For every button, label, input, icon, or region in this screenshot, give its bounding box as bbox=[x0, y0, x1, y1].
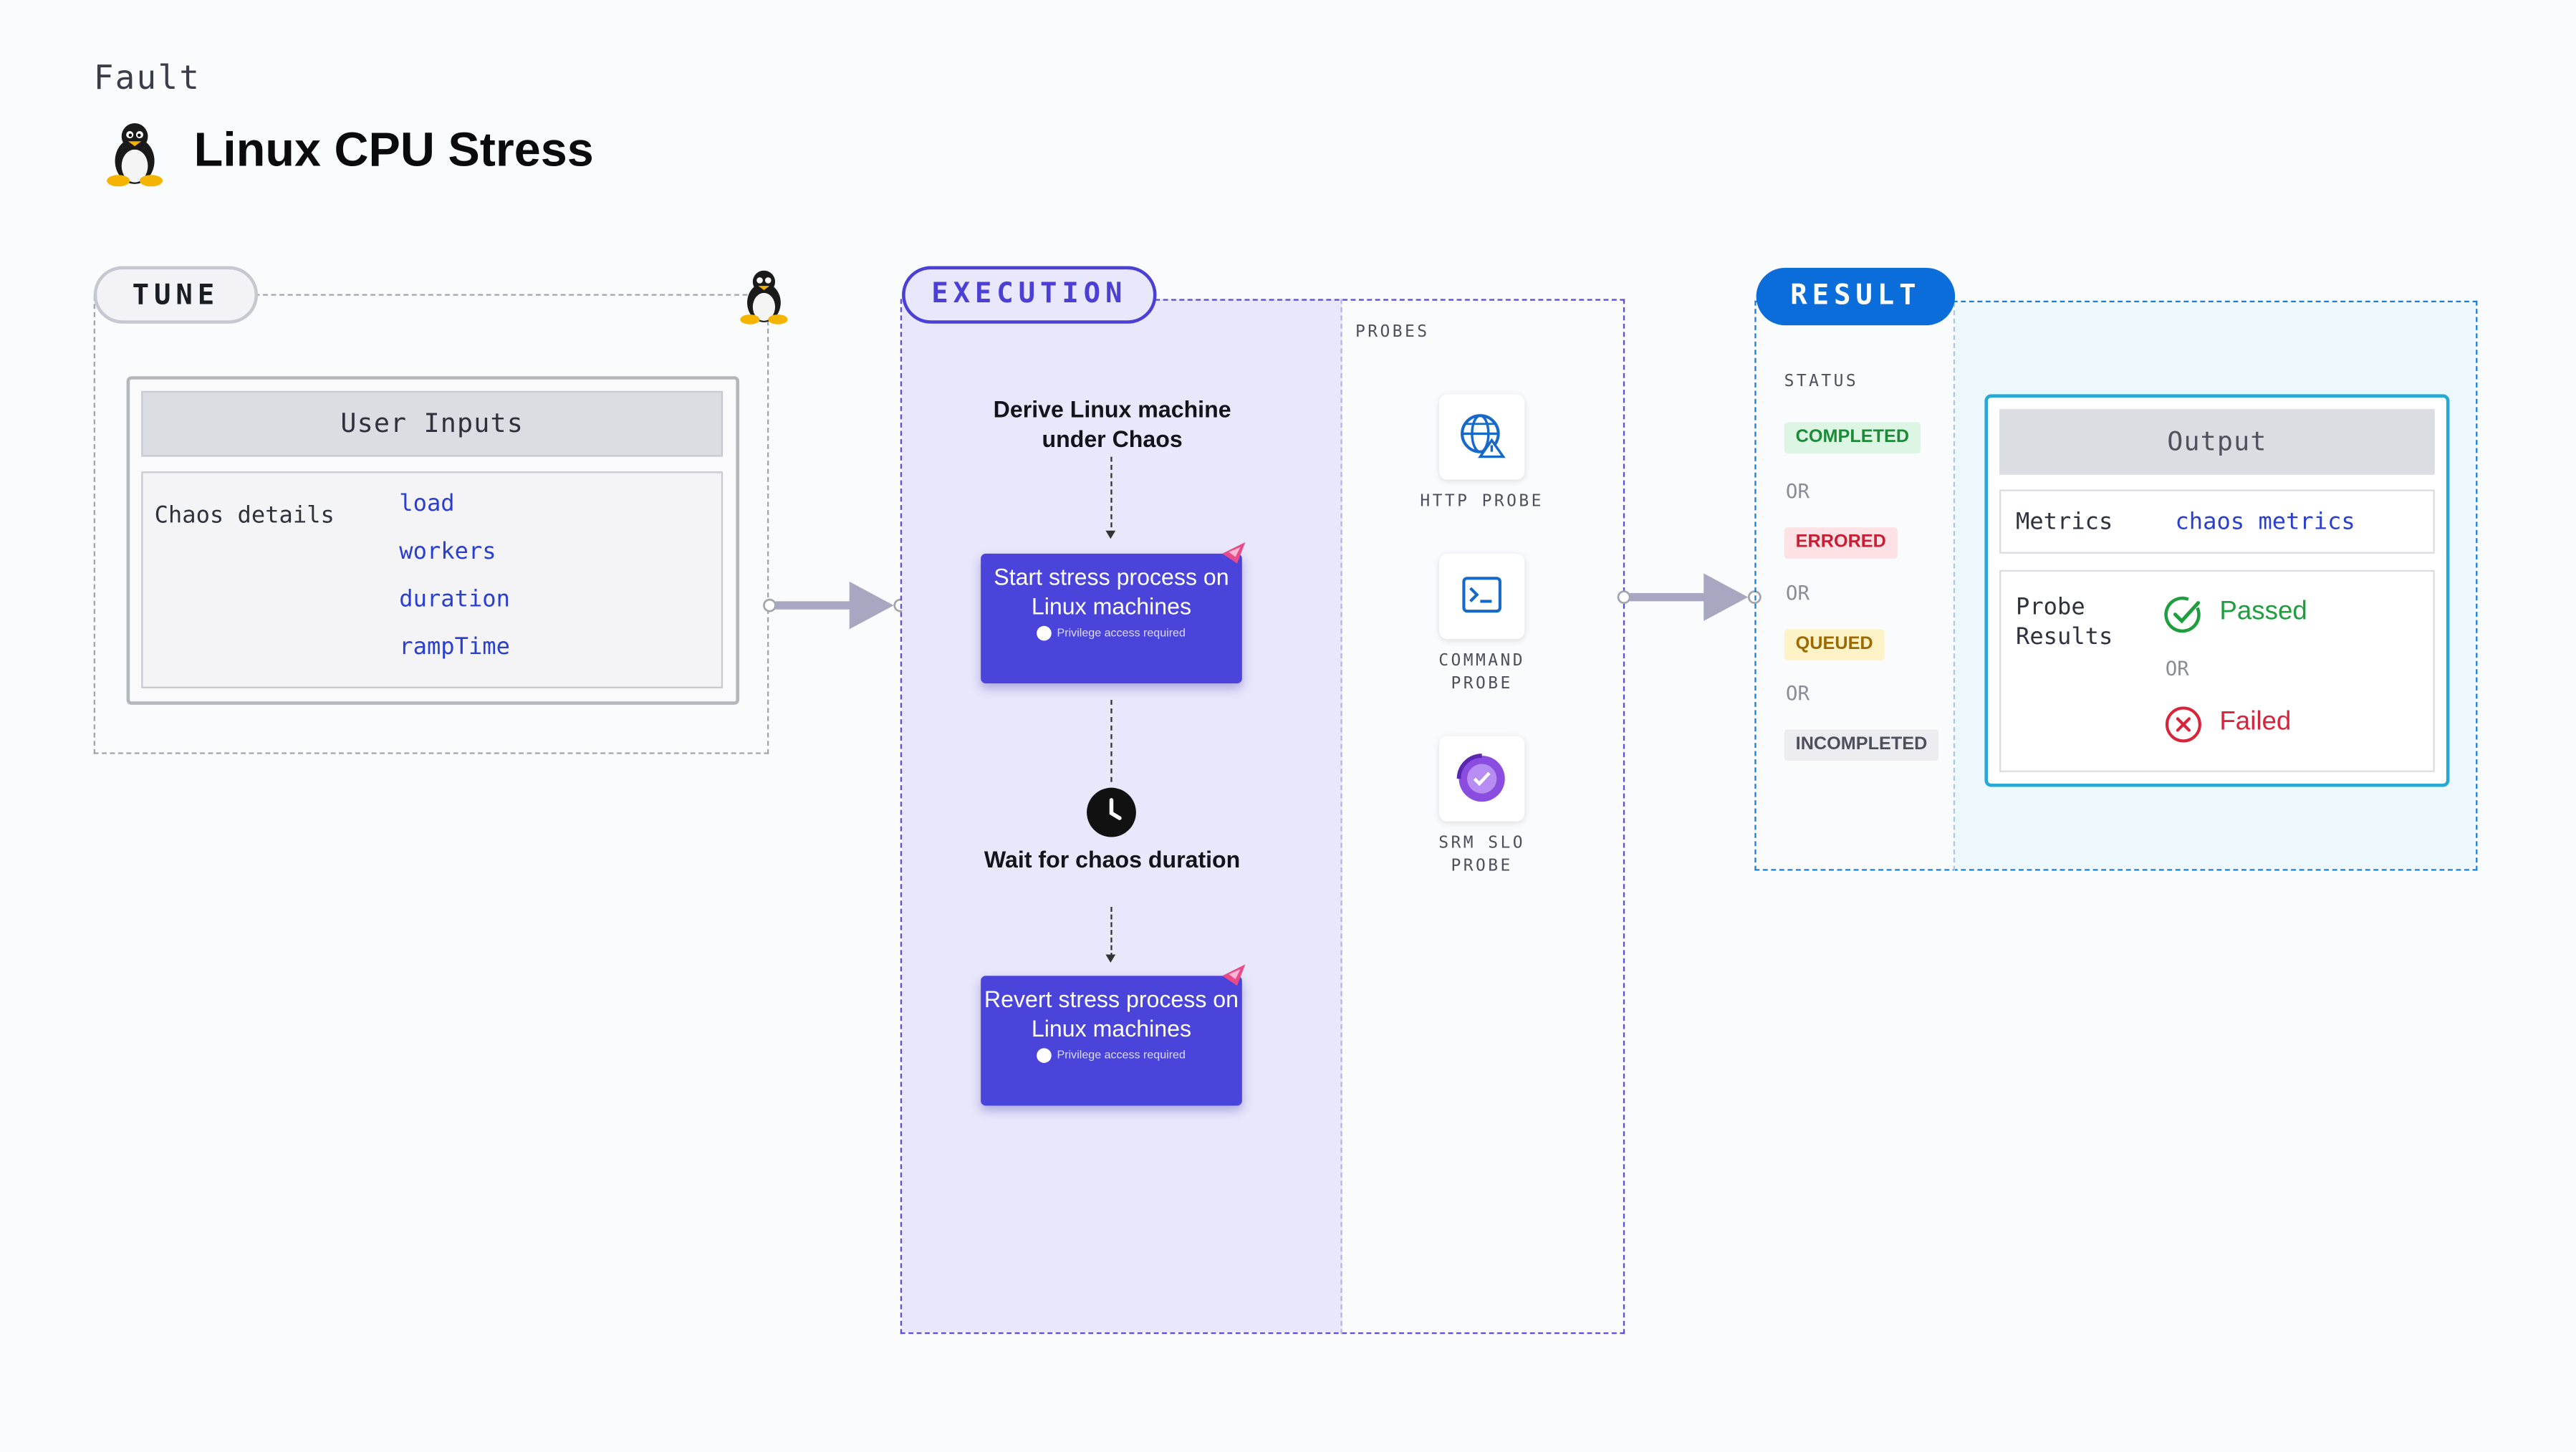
fault-label: Fault bbox=[93, 57, 201, 97]
tune-border-top bbox=[254, 294, 748, 296]
terminal-icon bbox=[1462, 577, 1501, 613]
privilege-note: Privilege access required bbox=[981, 1048, 1242, 1063]
tune-section bbox=[93, 295, 769, 754]
helm-badge-icon bbox=[1219, 537, 1249, 575]
linux-penguin-icon bbox=[736, 263, 792, 337]
status-badge-incompleted: INCOMPLETED bbox=[1784, 729, 1939, 761]
status-badge-errored: ERRORED bbox=[1784, 527, 1898, 559]
command-probe-tile bbox=[1439, 553, 1525, 640]
privilege-note: Privilege access required bbox=[981, 625, 1242, 641]
user-inputs-body bbox=[141, 471, 724, 688]
chaos-details-label: Chaos details bbox=[154, 502, 335, 529]
or-separator: OR bbox=[1785, 681, 1810, 705]
globe-icon bbox=[1461, 414, 1506, 458]
param-workers: workers bbox=[399, 539, 496, 565]
lock-icon bbox=[1037, 1048, 1052, 1063]
srm-probe-label-1: SRM SLO bbox=[1438, 835, 1526, 853]
or-separator: OR bbox=[1785, 581, 1810, 605]
probe-failed-label: Failed bbox=[2219, 708, 2292, 736]
probe-results-label-2: Results bbox=[2016, 624, 2113, 651]
linux-penguin-icon bbox=[102, 118, 168, 196]
step-revert-stress-label: Revert stress process on Linux machines bbox=[984, 986, 1239, 1041]
flow-arrow bbox=[1613, 570, 1764, 634]
step-start-stress-card: Start stress process on Linux machines P… bbox=[981, 553, 1242, 684]
http-probe-label: HTTP PROBE bbox=[1420, 493, 1544, 511]
step-derive-target: Derive Linux machine under Chaos bbox=[993, 395, 1231, 452]
lock-icon bbox=[1037, 625, 1052, 641]
check-circle-icon bbox=[2163, 595, 2203, 643]
connector-line bbox=[1110, 906, 1112, 958]
result-section bbox=[1754, 300, 2478, 871]
probe-passed-label: Passed bbox=[2219, 597, 2307, 626]
x-circle-icon bbox=[2165, 706, 2201, 751]
execution-divider bbox=[1340, 299, 1342, 1335]
page-title: Linux CPU Stress bbox=[193, 125, 594, 178]
metrics-label: Metrics bbox=[2016, 509, 2113, 536]
execution-section bbox=[900, 299, 1625, 1335]
execution-border-top bbox=[1155, 299, 1625, 301]
http-probe-tile bbox=[1439, 394, 1525, 480]
connector-arrowhead bbox=[1105, 530, 1116, 539]
step-wait-duration: Wait for chaos duration bbox=[984, 846, 1241, 872]
command-probe-label-1: COMMAND bbox=[1438, 652, 1526, 670]
or-separator: OR bbox=[1785, 479, 1810, 503]
result-pill: RESULT bbox=[1756, 267, 1956, 326]
probes-label: PROBES bbox=[1355, 323, 1430, 342]
param-load: load bbox=[399, 491, 455, 518]
command-probe-label-2: PROBE bbox=[1451, 675, 1513, 693]
param-duration: duration bbox=[399, 586, 510, 613]
output-title: Output bbox=[1999, 409, 2435, 475]
helm-badge-icon bbox=[1219, 959, 1249, 997]
status-badge-completed: COMPLETED bbox=[1784, 422, 1921, 453]
or-separator: OR bbox=[2165, 657, 2189, 681]
param-ramptime: rampTime bbox=[399, 634, 510, 660]
result-divider bbox=[1953, 302, 1956, 871]
slo-gauge-icon bbox=[1456, 754, 1505, 802]
connector-line bbox=[1110, 456, 1112, 536]
tune-pill: TUNE bbox=[93, 266, 259, 324]
srm-probe-label-2: PROBE bbox=[1451, 857, 1513, 876]
user-inputs-title: User Inputs bbox=[141, 390, 724, 457]
status-badge-queued: QUEUED bbox=[1784, 629, 1885, 660]
probe-results-label-1: Probe bbox=[2016, 595, 2085, 621]
srm-slo-probe-tile bbox=[1439, 736, 1525, 822]
metrics-row bbox=[1999, 489, 2435, 554]
probe-results-row bbox=[1999, 569, 2435, 772]
metrics-value: chaos metrics bbox=[2175, 509, 2355, 536]
flow-arrow bbox=[759, 578, 910, 642]
step-start-stress-label: Start stress process on Linux machines bbox=[994, 563, 1229, 619]
step-revert-stress-card: Revert stress process on Linux machines … bbox=[981, 976, 1242, 1106]
clock-icon bbox=[1086, 787, 1137, 847]
status-label: STATUS bbox=[1784, 372, 1859, 391]
connector-arrowhead bbox=[1105, 954, 1116, 963]
execution-pill: EXECUTION bbox=[902, 266, 1157, 324]
connector-line bbox=[1110, 699, 1112, 782]
